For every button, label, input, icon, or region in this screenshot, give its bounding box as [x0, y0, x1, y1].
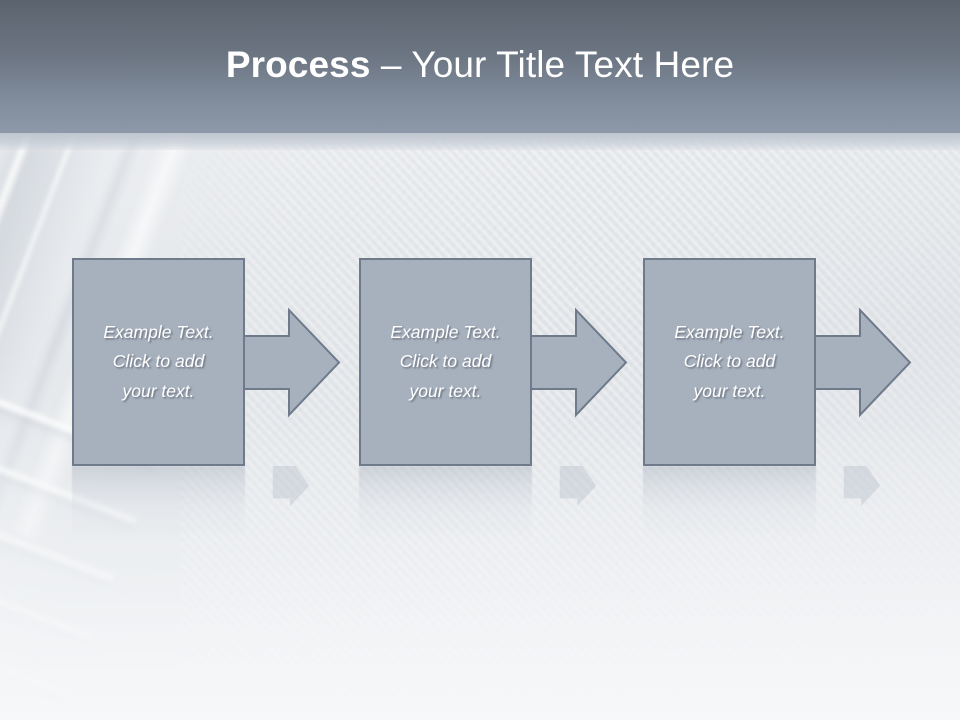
- process-step-text: Example Text. Click to add your text.: [674, 322, 785, 401]
- process-step-text: Example Text. Click to add your text.: [390, 322, 501, 401]
- step-reflection: [359, 466, 532, 538]
- arrow-reflection: [530, 458, 626, 506]
- page-title-rest: Your Title Text Here: [411, 44, 735, 85]
- slide-header: Process – Your Title Text Here: [0, 0, 960, 133]
- process-step-box[interactable]: Example Text. Click to add your text.: [72, 258, 245, 466]
- arrow-reflection: [243, 458, 339, 506]
- right-arrow-icon: [242, 307, 341, 418]
- process-step-box[interactable]: Example Text. Click to add your text.: [643, 258, 816, 466]
- arrow-reflection: [814, 458, 910, 506]
- process-step-box[interactable]: Example Text. Click to add your text.: [359, 258, 532, 466]
- process-step-2[interactable]: Example Text. Click to add your text.: [359, 258, 628, 466]
- page-title-dash: –: [370, 44, 412, 85]
- right-arrow-icon: [813, 307, 912, 418]
- step-reflection: [643, 466, 816, 538]
- page-title: Process – Your Title Text Here: [226, 46, 734, 87]
- page-title-strong: Process: [225, 44, 371, 85]
- process-step-1[interactable]: Example Text. Click to add your text.: [72, 258, 341, 466]
- right-arrow-icon: [529, 307, 628, 418]
- step-reflection: [72, 466, 245, 538]
- process-step-text: Example Text. Click to add your text.: [103, 322, 214, 401]
- background-bottom-glow: [0, 420, 960, 720]
- process-step-3[interactable]: Example Text. Click to add your text.: [643, 258, 912, 466]
- header-underband: [0, 133, 960, 150]
